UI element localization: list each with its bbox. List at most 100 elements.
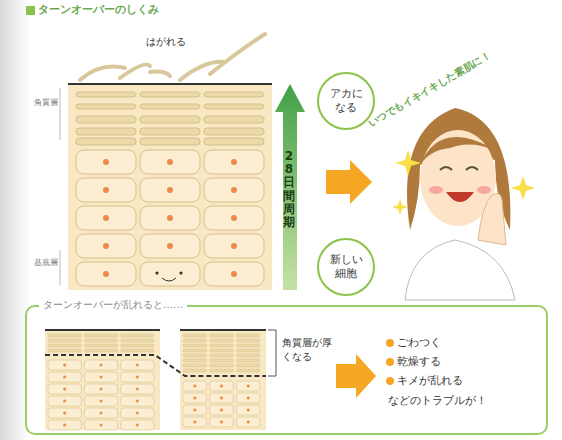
flat-cell <box>121 344 154 347</box>
peel-label: はがれる <box>146 36 186 48</box>
skin-cell <box>48 384 81 394</box>
flat-cell <box>121 334 154 337</box>
flat-cell <box>76 128 136 135</box>
flat-cell <box>121 339 154 342</box>
skin-section <box>180 330 266 430</box>
flat-cell <box>204 116 264 123</box>
flat-cell <box>236 349 260 352</box>
flat-cell <box>204 128 264 135</box>
skin-cell <box>183 417 207 427</box>
cell-nucleus <box>103 215 109 221</box>
skin-cell <box>84 396 117 406</box>
flat-cell <box>236 364 260 367</box>
skin-cell <box>140 262 200 286</box>
bullet-dot <box>386 339 394 347</box>
cell-nucleus <box>136 412 139 415</box>
skin-surface <box>68 83 272 85</box>
cell-nucleus <box>220 397 223 400</box>
bullet-dot <box>386 358 394 366</box>
cycle-circle: 新しい細胞 <box>317 238 375 296</box>
cell-nucleus <box>231 187 237 193</box>
cell-nucleus <box>231 215 237 221</box>
cell-nucleus <box>193 421 196 424</box>
flat-cell <box>76 116 136 123</box>
circle-text: 新しい細胞 <box>328 253 364 281</box>
cell-nucleus <box>167 215 173 221</box>
skin-cell <box>183 405 207 415</box>
skin-cell <box>236 393 260 403</box>
skin-cell <box>84 408 117 418</box>
skin-cell <box>183 393 207 403</box>
flat-cell <box>236 369 260 372</box>
skin-cell <box>210 417 234 427</box>
flat-cell <box>183 339 207 342</box>
flat-cell <box>183 364 207 367</box>
skin-cell <box>84 360 117 370</box>
cell-face <box>179 271 182 274</box>
skin-cell <box>48 396 81 406</box>
skin-cell <box>84 384 117 394</box>
flat-cell <box>48 334 81 337</box>
cell-face <box>162 278 176 281</box>
flat-cell <box>48 339 81 342</box>
skin-cell <box>48 372 81 382</box>
skin-cell <box>48 420 81 430</box>
cell-nucleus <box>220 409 223 412</box>
flat-cell <box>183 369 207 372</box>
cell-nucleus <box>247 397 250 400</box>
flat-cell <box>76 104 136 109</box>
cell-face <box>155 271 158 274</box>
skin-cell <box>48 360 81 370</box>
cell-nucleus <box>220 385 223 388</box>
bullet-note: などのトラブルが！ <box>388 394 487 407</box>
cell-nucleus <box>231 271 237 277</box>
cell-nucleus <box>63 400 66 403</box>
flat-cell <box>236 334 260 337</box>
skin-cell <box>140 150 200 174</box>
cell-nucleus <box>167 243 173 249</box>
skin-cell <box>76 234 136 258</box>
panel-heading: ターンオーバーが乱れると…… <box>39 299 187 311</box>
flat-cell <box>140 92 200 97</box>
skin-cell <box>204 262 264 286</box>
skin-cell <box>140 178 200 202</box>
flat-cell <box>210 354 234 357</box>
flat-cell <box>204 92 264 97</box>
skin-cell <box>121 384 154 394</box>
flat-cell <box>183 354 207 357</box>
cell-nucleus <box>63 364 66 367</box>
title-bullet <box>26 6 35 15</box>
cell-nucleus <box>136 364 139 367</box>
cell-nucleus <box>103 271 109 277</box>
flat-cell <box>183 344 207 347</box>
cell-nucleus <box>103 243 109 249</box>
skin-cell <box>183 381 207 391</box>
cell-nucleus <box>103 187 109 193</box>
woman-figure <box>392 108 535 300</box>
skin-cell <box>121 420 154 430</box>
flat-cell <box>210 344 234 347</box>
peeling-flakes <box>80 34 265 80</box>
cycle-circle: アカになる <box>317 72 375 130</box>
layer-bracket <box>60 88 61 140</box>
skin-cell <box>210 393 234 403</box>
cell-nucleus <box>100 376 103 379</box>
flat-cell <box>48 344 81 347</box>
layer-name: 角質層 <box>34 98 58 108</box>
flat-cell <box>140 116 200 123</box>
layer-name: 基底層 <box>34 258 58 268</box>
flat-cell <box>183 359 207 362</box>
flat-cell <box>204 138 264 145</box>
skin-surface <box>180 329 266 331</box>
flat-cell <box>210 334 234 337</box>
skin-section <box>45 330 160 430</box>
skin-cells <box>48 334 260 430</box>
flat-cell <box>140 138 200 145</box>
skin-cell <box>48 408 81 418</box>
skin-cell <box>84 372 117 382</box>
skin-cell <box>121 360 154 370</box>
cell-nucleus <box>193 397 196 400</box>
layer-bracket <box>60 250 61 285</box>
flat-cell <box>204 104 264 109</box>
skin-section <box>68 84 272 290</box>
